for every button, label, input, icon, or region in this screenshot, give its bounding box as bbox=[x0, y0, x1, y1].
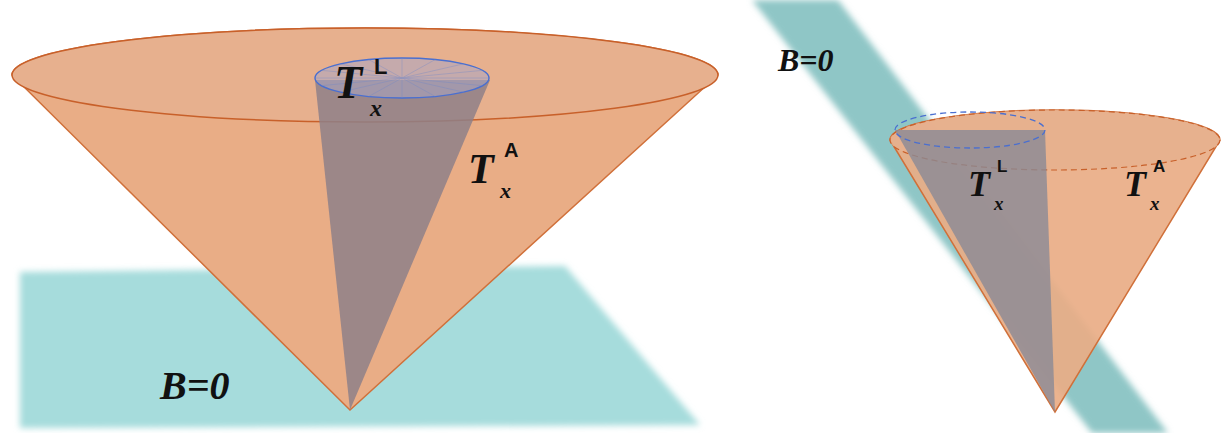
cone-symbol: T bbox=[1124, 166, 1146, 202]
inner-cone-right bbox=[895, 130, 1055, 412]
symbol-superscript: L bbox=[997, 158, 1007, 175]
plane-label: B=0 bbox=[160, 366, 229, 406]
outer-cone-right bbox=[890, 110, 1220, 412]
symbol-subscript: x bbox=[994, 194, 1004, 213]
symbol-superscript: A bbox=[504, 140, 518, 160]
symbol-subscript: x bbox=[370, 96, 382, 120]
cone-symbol: T bbox=[468, 148, 494, 190]
cone-symbol: T bbox=[968, 166, 990, 202]
symbol-subscript: x bbox=[500, 180, 511, 202]
plane-label: B=0 bbox=[778, 44, 834, 76]
symbol-subscript: x bbox=[1150, 194, 1160, 213]
outer-cone bbox=[12, 28, 718, 410]
symbol-superscript: A bbox=[1153, 158, 1165, 175]
inner-cone bbox=[315, 80, 490, 410]
inner-rim-right bbox=[895, 112, 1045, 148]
symbol-superscript: L bbox=[374, 56, 387, 78]
cone-symbol: T bbox=[334, 60, 362, 106]
